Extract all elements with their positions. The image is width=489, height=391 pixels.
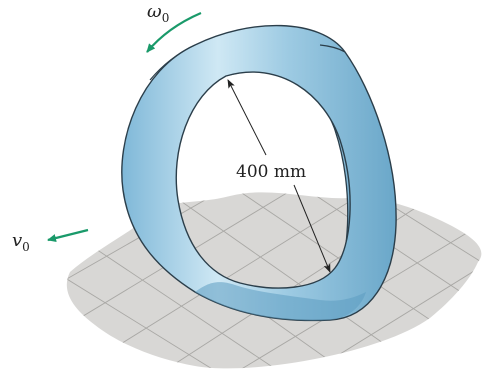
v-label: v0: [12, 230, 30, 254]
floor-patch: [66, 192, 482, 369]
dimension-line: [227, 79, 331, 273]
angular-velocity-arrow: [146, 11, 202, 53]
dimension-label: 400 mm: [236, 162, 306, 182]
hoop: [121, 24, 397, 322]
velocity-arrow: [47, 228, 89, 242]
omega-label: ω0: [147, 1, 169, 25]
